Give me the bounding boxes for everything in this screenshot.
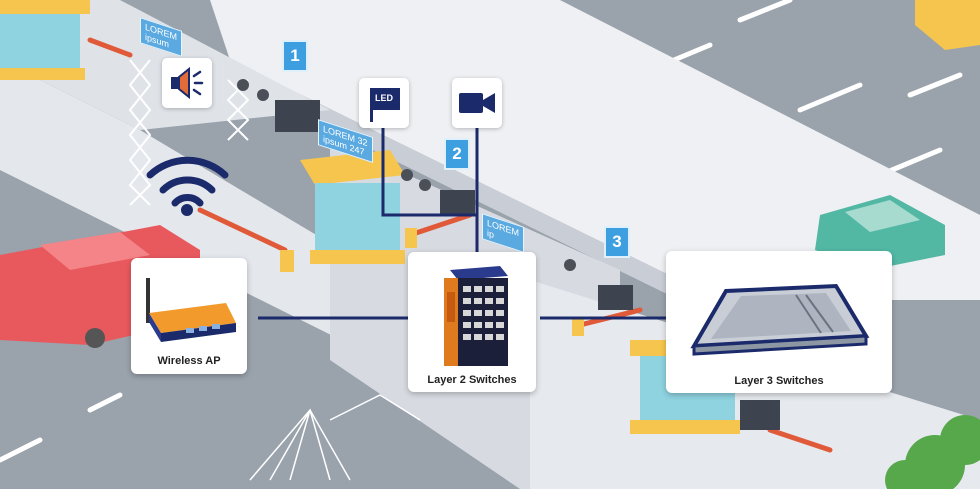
layer3-switch-card: Layer 3 Switches bbox=[666, 251, 892, 393]
industrial-switch-icon bbox=[444, 266, 508, 366]
layer3-switch-label: Layer 3 Switches bbox=[734, 375, 824, 387]
barrier-arms bbox=[87, 37, 833, 453]
network-links bbox=[258, 126, 666, 320]
red-truck bbox=[0, 225, 200, 348]
speaker-icon bbox=[171, 66, 204, 100]
scissor-mast bbox=[128, 59, 250, 206]
traffic-lights bbox=[275, 100, 780, 430]
lane-sign-2: 2 bbox=[444, 138, 470, 170]
yellow-car bbox=[915, 0, 980, 50]
camera-tile bbox=[452, 78, 502, 128]
bushes bbox=[885, 415, 980, 489]
camera-bulbs bbox=[237, 79, 576, 271]
lane-sign-1: 1 bbox=[282, 40, 308, 72]
wireless-router-icon bbox=[146, 278, 236, 342]
video-camera-icon bbox=[459, 93, 495, 113]
led-label: LED bbox=[375, 93, 393, 103]
layer2-switch-card: Layer 2 Switches bbox=[408, 252, 536, 392]
wireless-ap-card: Wireless AP bbox=[131, 258, 247, 374]
ground-net bbox=[249, 394, 421, 481]
speaker-tile bbox=[162, 58, 212, 108]
lane-sign-3: 3 bbox=[604, 226, 630, 258]
wireless-ap-label: Wireless AP bbox=[157, 355, 221, 367]
wifi-dot bbox=[181, 204, 193, 216]
booth-1 bbox=[0, 0, 90, 80]
booth-2 bbox=[300, 150, 405, 264]
led-display-icon bbox=[370, 88, 400, 122]
rack-switch-icon bbox=[690, 283, 870, 356]
layer2-switch-label: Layer 2 Switches bbox=[427, 374, 517, 386]
led-tile: LED bbox=[359, 78, 409, 128]
barrier-posts bbox=[280, 228, 584, 336]
link-led-l2 bbox=[381, 126, 477, 217]
wifi-icon bbox=[146, 156, 229, 207]
